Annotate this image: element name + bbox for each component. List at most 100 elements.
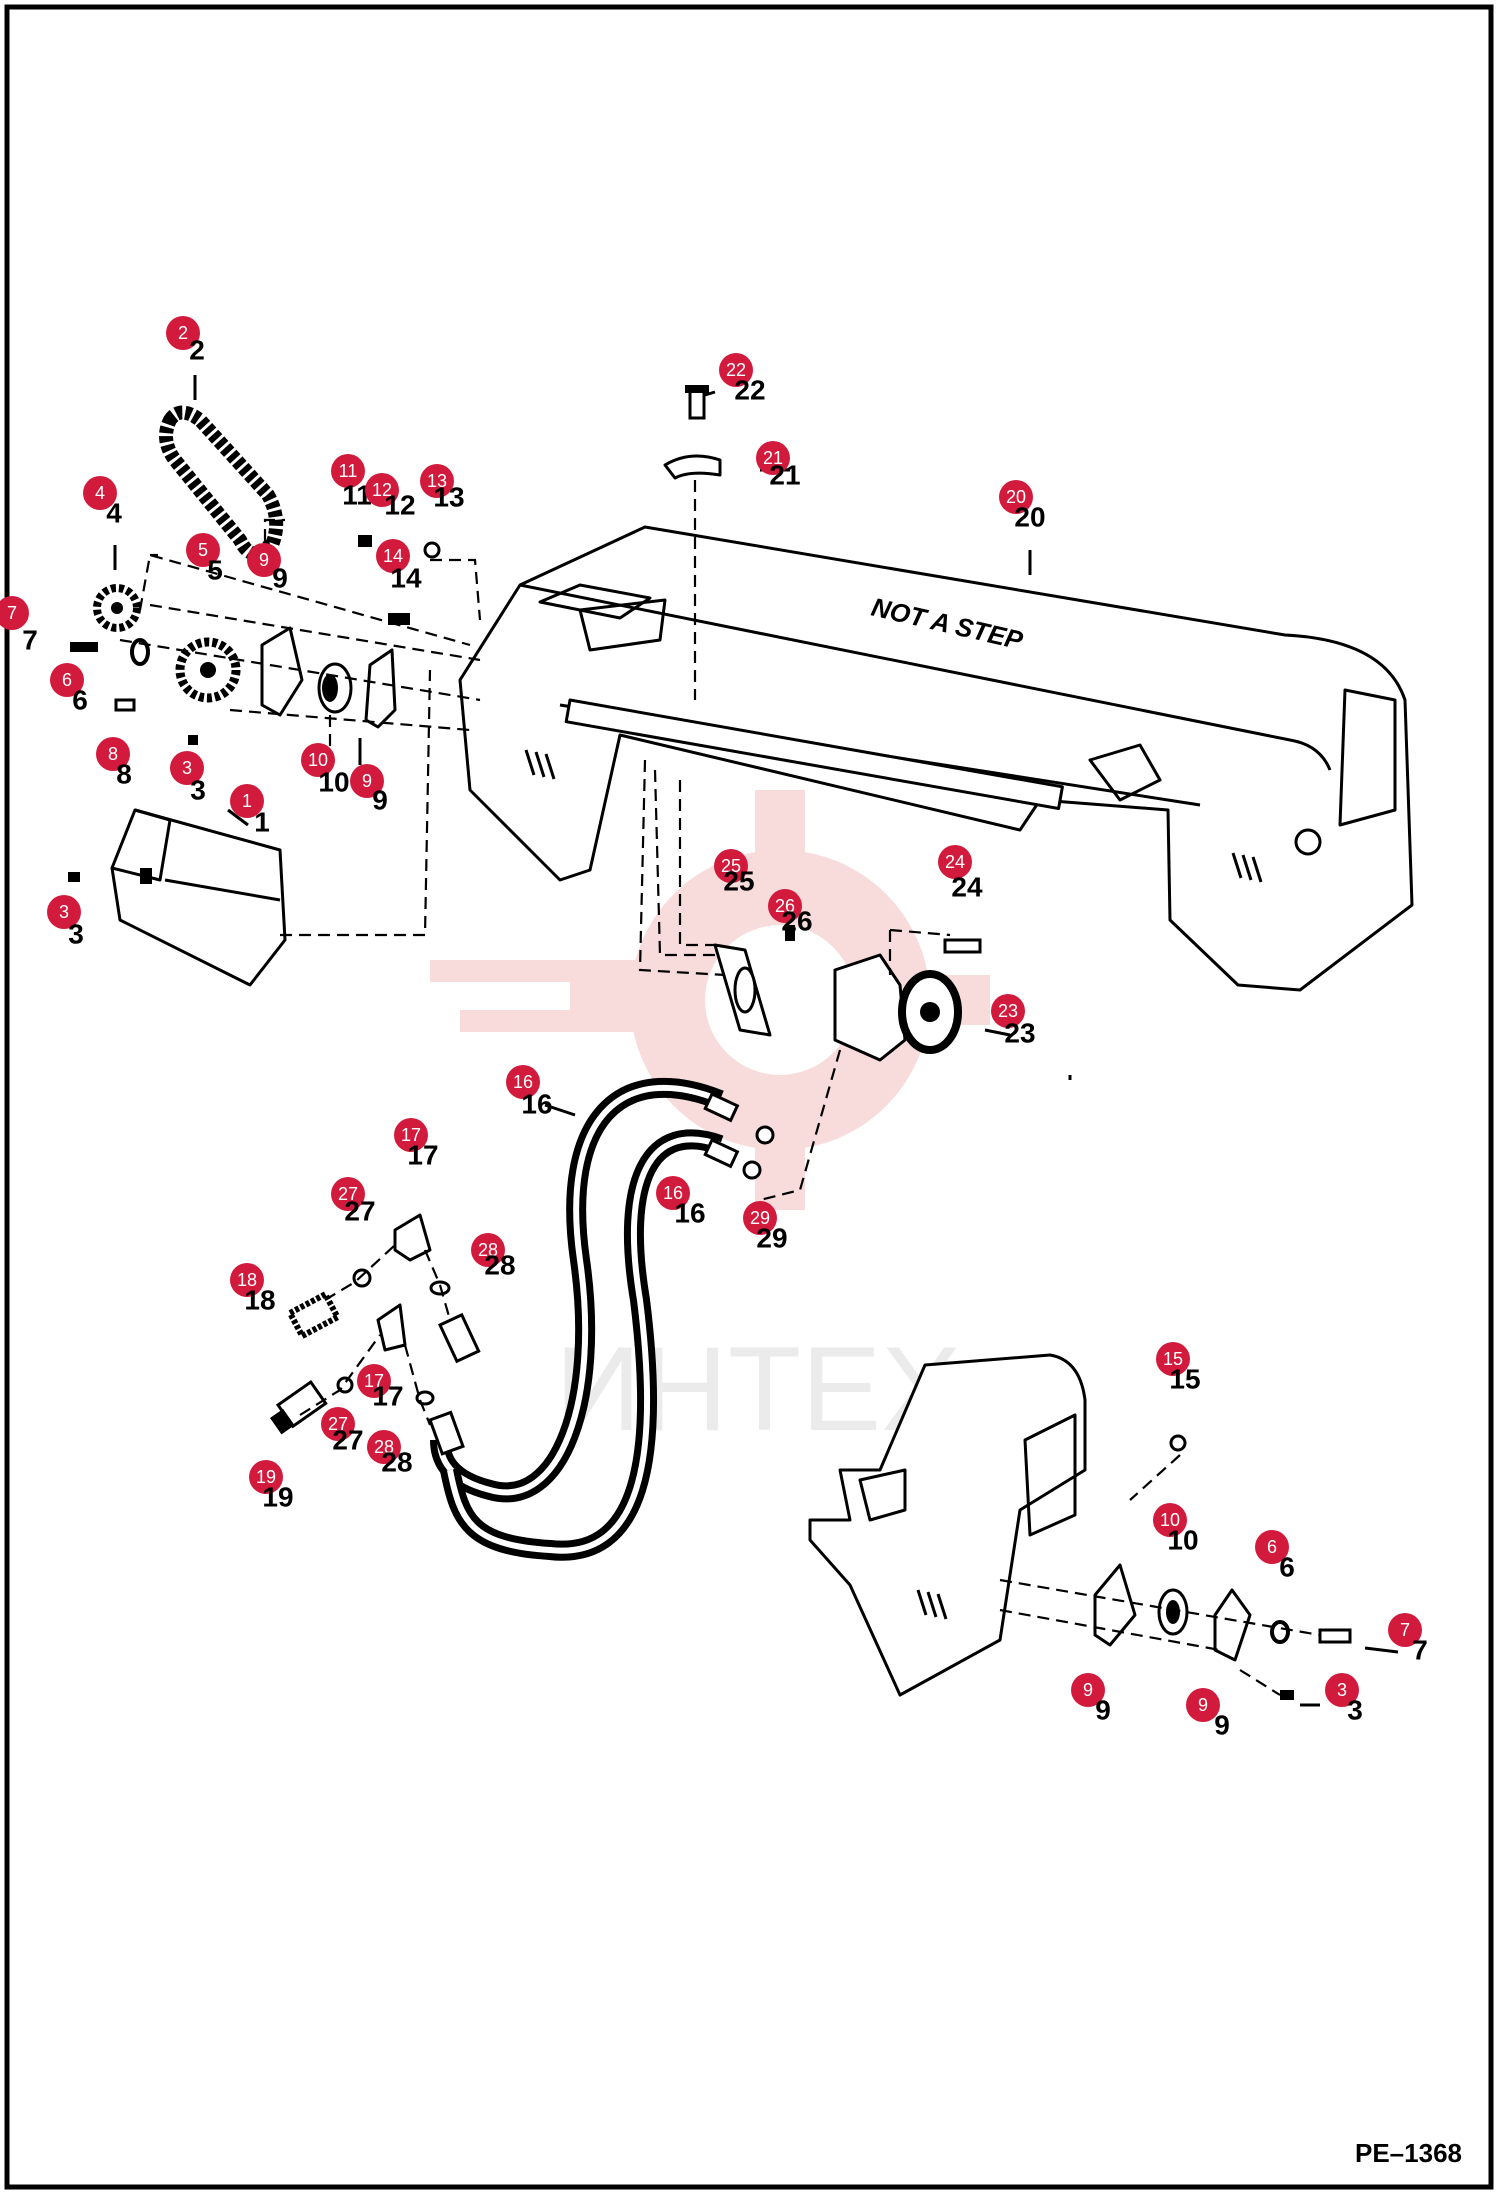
part-number-label: 9 [272, 563, 288, 594]
housing-assembly: NOT A STEP [458, 525, 1414, 992]
callout-marker-number: 17 [401, 1125, 421, 1145]
callout-marker-number: 5 [198, 540, 208, 560]
callout-marker-number: 3 [182, 758, 192, 778]
callout-marker-number: 14 [383, 546, 403, 566]
part-number-label: 6 [72, 685, 88, 716]
callout-marker [166, 316, 200, 350]
callout-marker-number: 1 [242, 791, 252, 811]
bearing-flange-left [260, 626, 304, 717]
callout-marker-number: 9 [1198, 1695, 1208, 1715]
callout-marker [1156, 1342, 1190, 1376]
hydraulic-motor [638, 759, 982, 1202]
callout-marker-number: 12 [372, 480, 392, 500]
part-number-label: 19 [262, 1482, 293, 1513]
part-number-label: 9 [1214, 1710, 1230, 1741]
callout-3: 33 [170, 751, 206, 806]
right-side-panel [808, 1353, 1352, 1700]
callout-marker [999, 480, 1033, 514]
callout-marker-number: 9 [1083, 1680, 1093, 1700]
callout-marker [714, 849, 748, 883]
part-number-label: 23 [1004, 1018, 1035, 1049]
part-number-label: 27 [332, 1425, 363, 1456]
callout-marker [471, 1233, 505, 1267]
callout-marker [1153, 1503, 1187, 1537]
callout-marker [50, 663, 84, 697]
part-number-label: 6 [1279, 1552, 1295, 1583]
part-number-label: 17 [407, 1140, 438, 1171]
callout-marker-number: 29 [750, 1208, 770, 1228]
callout-marker-number: 16 [513, 1072, 533, 1092]
callout-7: 77 [1388, 1613, 1428, 1666]
callout-marker-number: 18 [237, 1270, 257, 1290]
part-number-label: 10 [1167, 1525, 1198, 1556]
callout-marker-number: 7 [7, 603, 17, 623]
callout-marker [506, 1065, 540, 1099]
callout-marker-number: 11 [339, 461, 358, 481]
callout-marker [756, 441, 790, 475]
part-number-label: 13 [433, 482, 464, 513]
hose-fittings [270, 1213, 452, 1435]
callout-marker [938, 845, 972, 879]
page-border [4, 4, 1494, 2190]
callout-marker-number: 21 [763, 448, 783, 468]
callout-marker [247, 543, 281, 577]
callout-marker-number: 6 [1267, 1537, 1277, 1557]
callout-marker-number: 26 [775, 896, 795, 916]
part-number-label: 2 [189, 335, 205, 366]
callout-marker [357, 1364, 391, 1398]
part-number-label: 21 [769, 460, 800, 491]
part-number-label: 5 [207, 555, 223, 586]
callout-marker-number: 3 [59, 902, 69, 922]
callout-3: 33 [1325, 1673, 1363, 1726]
callout-marker [350, 764, 384, 798]
part-number-label: 16 [674, 1198, 705, 1229]
watermark-text: ИНТЕХ [555, 1322, 961, 1456]
part-number-label: 17 [372, 1381, 403, 1412]
part-number-label: 7 [1412, 1635, 1428, 1666]
callout-marker-number: 25 [721, 856, 741, 876]
watermark: ИНТЕХ [430, 790, 990, 1456]
key-left [114, 698, 136, 712]
callout-marker [1325, 1673, 1359, 1707]
part-number-label: 9 [372, 785, 388, 816]
callout-marker [83, 476, 117, 510]
large-sprocket [175, 637, 241, 703]
callout-marker-number: 4 [95, 483, 105, 503]
callout-6: 66 [50, 663, 88, 716]
callout-marker-number: 6 [62, 670, 72, 690]
part-number-label: 3 [190, 775, 206, 806]
callout-4: 44 [83, 476, 122, 529]
bolt-left [70, 642, 98, 652]
part-number-label: 4 [106, 498, 122, 529]
callout-marker [96, 737, 130, 771]
callout-marker [656, 1176, 690, 1210]
callout-marker-number: 15 [1163, 1349, 1183, 1369]
part-number-label: 1 [254, 807, 270, 838]
part-number-label: 20 [1014, 502, 1045, 533]
bearing-flange-right [364, 648, 397, 729]
part-number-label: 3 [68, 919, 84, 950]
drawing-reference-code: PE–1368 [1355, 2138, 1462, 2168]
callout-1: 11 [230, 784, 270, 838]
callout-marker-number: 7 [1400, 1620, 1410, 1640]
callout-marker-number: 27 [338, 1184, 358, 1204]
callout-marker-number: 27 [328, 1414, 348, 1434]
callout-6: 66 [1255, 1530, 1295, 1583]
part-number-label: 26 [781, 906, 812, 937]
part-number-label: 8 [116, 759, 132, 790]
